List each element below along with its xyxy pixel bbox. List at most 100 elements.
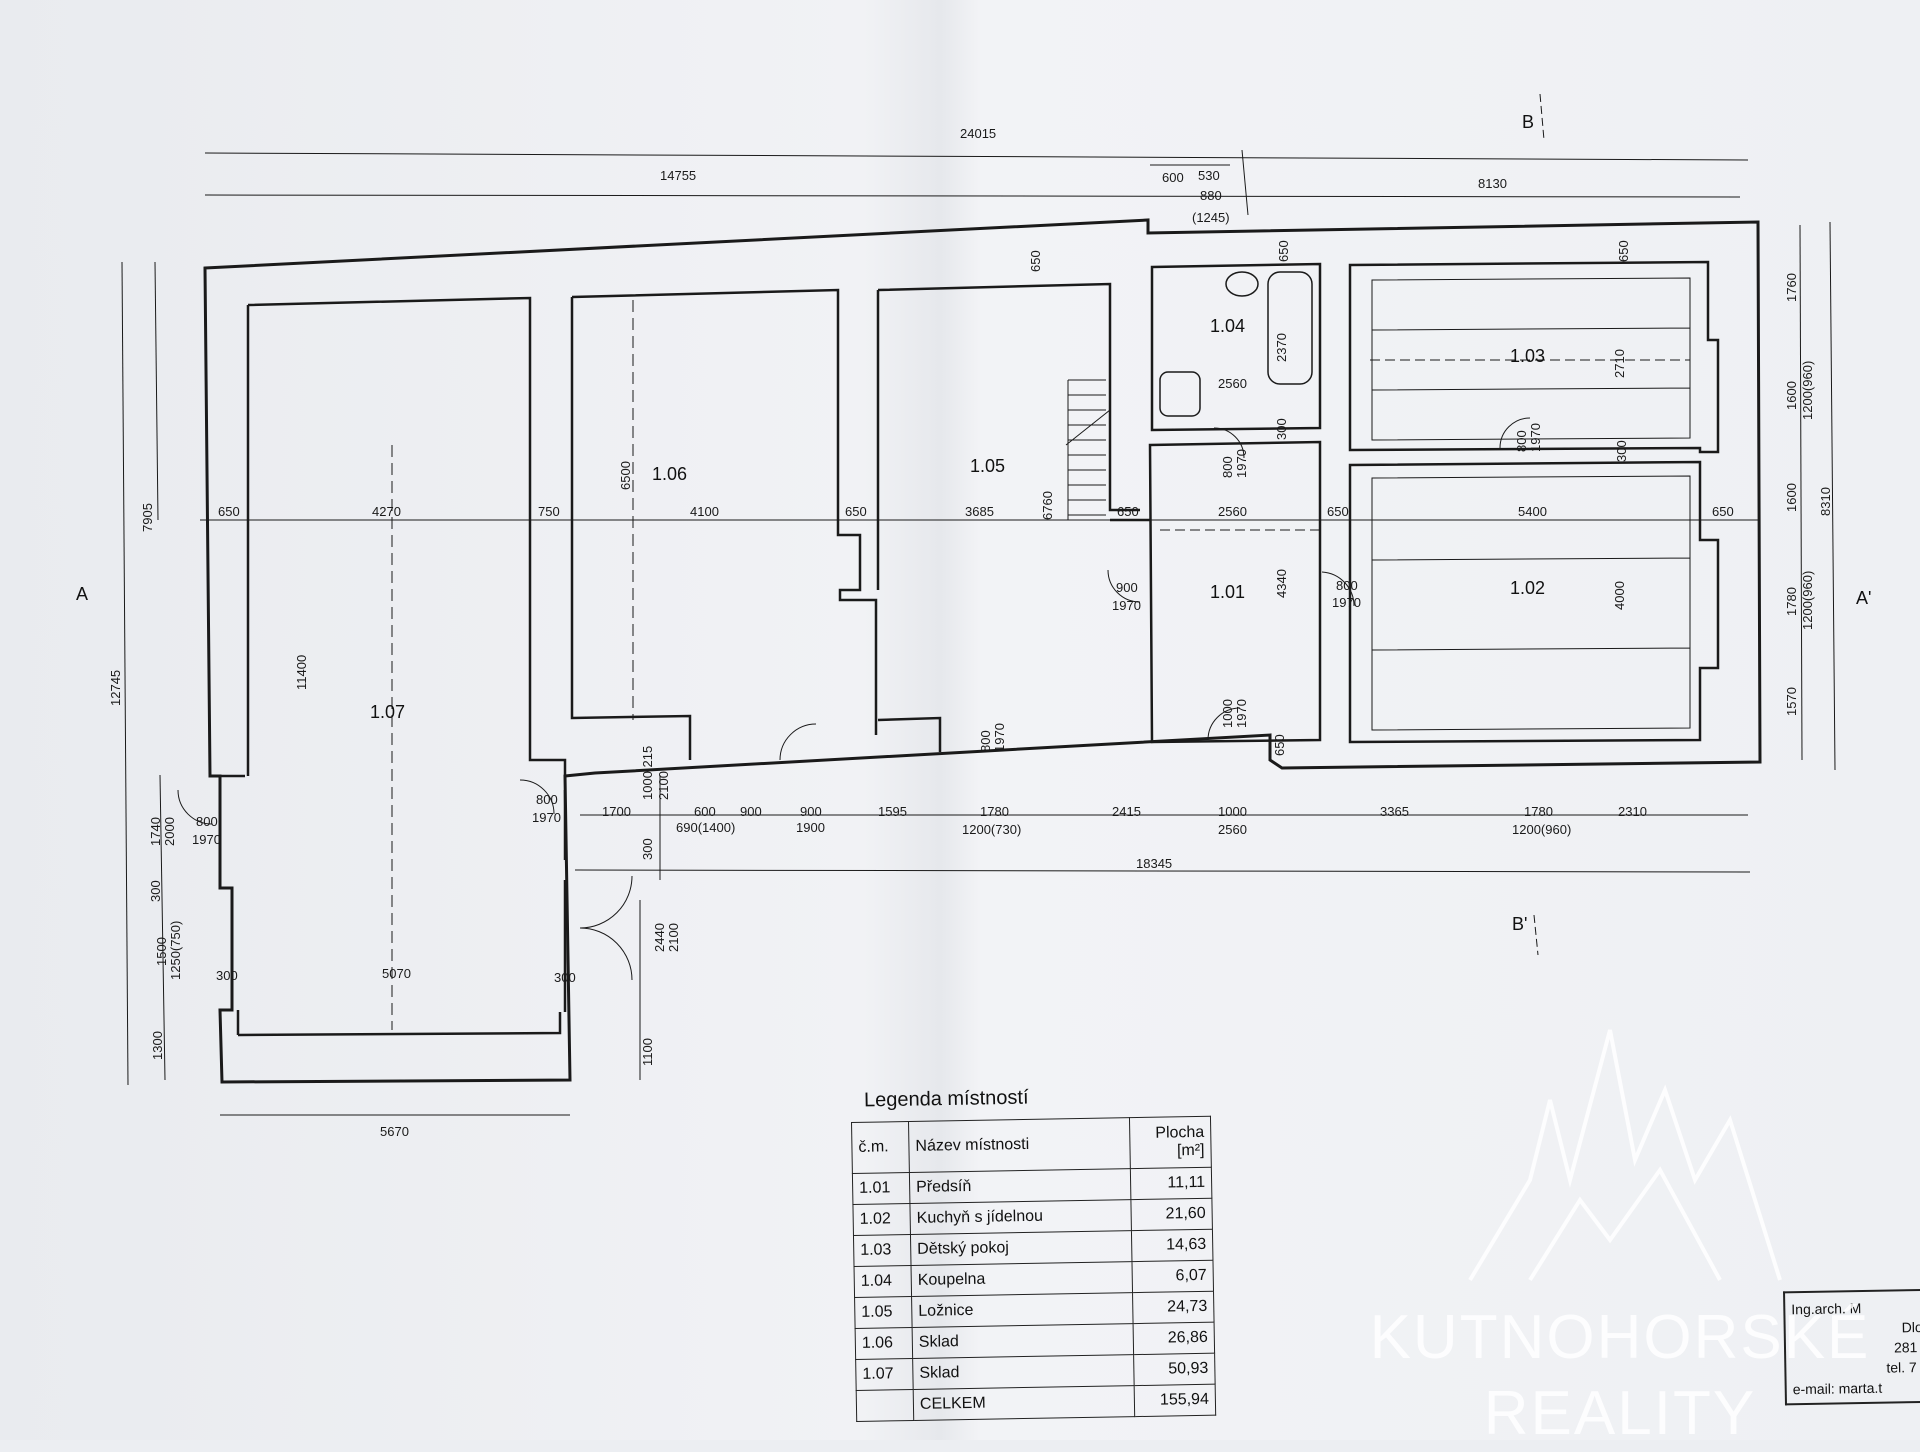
room-num: 1.07: [855, 1358, 914, 1391]
room-num: 1.04: [854, 1265, 912, 1298]
room-area: 50,93: [1133, 1353, 1216, 1386]
dim-bot-1900: 1900: [796, 820, 825, 835]
room-103-inner-pattern: [1371, 277, 1691, 441]
dim-top-650c: 650: [1616, 240, 1631, 262]
room-name: Sklad: [912, 1323, 1134, 1359]
dim-300-r: 300: [554, 970, 576, 985]
dim-bot-900a: 900: [740, 804, 762, 819]
section-mark-b-top: B: [1522, 112, 1534, 132]
room-labels: 1.07 1.06 1.05 1.04 1.01 1.03 1.02: [370, 316, 1545, 722]
legend-header-row: č.m. Název místnosti Plocha [m²]: [851, 1116, 1212, 1174]
dim-door-103-w: 800: [1514, 430, 1529, 452]
legend-title: Legenda místností: [863, 1086, 1029, 1112]
dim-bot-1700: 1700: [602, 804, 631, 819]
toilet: [1159, 371, 1201, 417]
room-label-101: 1.01: [1210, 582, 1245, 602]
dim-left-7905: 7905: [140, 503, 155, 532]
dim-wall-650-l: 650: [218, 504, 240, 519]
dim-room107-h: 11400: [294, 655, 309, 690]
wall-room-107: [236, 296, 567, 1037]
dim-bot-2100: 2100: [656, 771, 671, 800]
dim-door-b-w: 800: [1220, 456, 1235, 478]
dim-door-103-h: 1970: [1528, 423, 1543, 452]
wall-room-104: [1150, 262, 1322, 432]
room-label-106: 1.06: [652, 464, 687, 484]
dim-room107-w: 4270: [372, 504, 401, 519]
wall-room-103: [1348, 260, 1720, 454]
dim-left-2000: 2000: [162, 817, 177, 846]
dim-right-1200-960a: 1200(960): [1800, 361, 1815, 420]
dim-right-1760: 1760: [1784, 273, 1799, 302]
dim-bot-1200-730: 1200(730): [962, 822, 1021, 837]
legend-header-name: Název místnosti: [908, 1117, 1131, 1173]
section-marks: B B' A A': [76, 112, 1871, 934]
dim-wall-650-m: 650: [845, 504, 867, 519]
dim-bot-2310: 2310: [1618, 804, 1647, 819]
dim-wall-650-n: 650: [1117, 504, 1139, 519]
dimension-lines: [121, 93, 1836, 1116]
room-label-103: 1.03: [1510, 346, 1545, 366]
dim-bot-900b: 900: [800, 804, 822, 819]
dim-room102-w: 5400: [1518, 504, 1547, 519]
washbasin: [1225, 271, 1259, 297]
dim-1245: (1245): [1192, 210, 1230, 225]
dim-overall-width: 24015: [960, 126, 996, 141]
dim-bot-1780b: 1780: [1524, 804, 1553, 819]
dim-room105-h: 6760: [1040, 491, 1055, 520]
dim-wall-750: 750: [538, 504, 560, 519]
room-area: 21,60: [1130, 1198, 1213, 1231]
room-num: 1.02: [852, 1203, 911, 1236]
dim-600: 600: [1162, 170, 1184, 185]
dim-room101-h: 4340: [1274, 569, 1289, 598]
room-num: 1.06: [855, 1327, 913, 1360]
dim-entry-b-800: 800: [536, 792, 558, 807]
bathtub: [1267, 271, 1313, 385]
dim-door-a-h: 1970: [992, 723, 1007, 752]
dim-right-1600a: 1600: [1784, 381, 1799, 410]
dim-left-width: 14755: [660, 168, 696, 183]
dim-room103-h: 2710: [1612, 349, 1627, 378]
dim-right-8310: 8310: [1818, 487, 1833, 516]
room-label-102: 1.02: [1510, 578, 1545, 598]
room-area: 26,86: [1133, 1322, 1215, 1355]
room-102-inner-pattern: [1371, 475, 1691, 731]
room-num: 1.05: [854, 1296, 913, 1329]
dim-room101-w: 2560: [1218, 504, 1247, 519]
dim-bot-1780: 1780: [980, 804, 1009, 819]
dim-room106-w: 4100: [690, 504, 719, 519]
dim-door-d-w: 1000: [1220, 699, 1235, 728]
watermark-logo-icon: [1468, 1029, 1782, 1282]
room-label-105: 1.05: [970, 456, 1005, 476]
staircase: [1065, 379, 1111, 520]
room-name: Dětský pokoj: [910, 1230, 1132, 1266]
dim-bot-3365: 3365: [1380, 804, 1409, 819]
dim-room106-h: 6500: [618, 461, 633, 490]
wall-room-106: [570, 288, 878, 760]
door-swings: [177, 417, 1531, 981]
dim-right-width: 8130: [1478, 176, 1507, 191]
watermark-line-1: KUTNOHORSKÉ: [1369, 1303, 1871, 1372]
total-area: 155,94: [1134, 1384, 1216, 1417]
dim-left-1500: 1500: [154, 937, 169, 966]
room-name: Koupelna: [911, 1261, 1133, 1297]
dim-entry-b-1970: 1970: [532, 810, 561, 825]
dim-right-1200-960b: 1200(960): [1800, 571, 1815, 630]
room-label-104: 1.04: [1210, 316, 1245, 336]
room-label-107: 1.07: [370, 702, 405, 722]
room-area: 6,07: [1131, 1260, 1214, 1293]
room-name: Sklad: [912, 1354, 1135, 1390]
section-mark-b-bottom: B': [1512, 914, 1527, 934]
total-label: CELKEM: [913, 1385, 1135, 1421]
watermark-line-2: REALITY: [1483, 1379, 1757, 1448]
dim-door-a-w: 800: [978, 730, 993, 752]
room-name: Kuchyň s jídelnou: [909, 1199, 1132, 1235]
dim-bot-1000: 1000: [1218, 804, 1247, 819]
room-area: 24,73: [1132, 1291, 1215, 1324]
dim-room102-h: 4000: [1612, 581, 1627, 610]
dim-right-1600b: 1600: [1784, 483, 1799, 512]
dim-room107-bw: 5070: [382, 966, 411, 981]
dim-door-900: 900: [1116, 580, 1138, 595]
